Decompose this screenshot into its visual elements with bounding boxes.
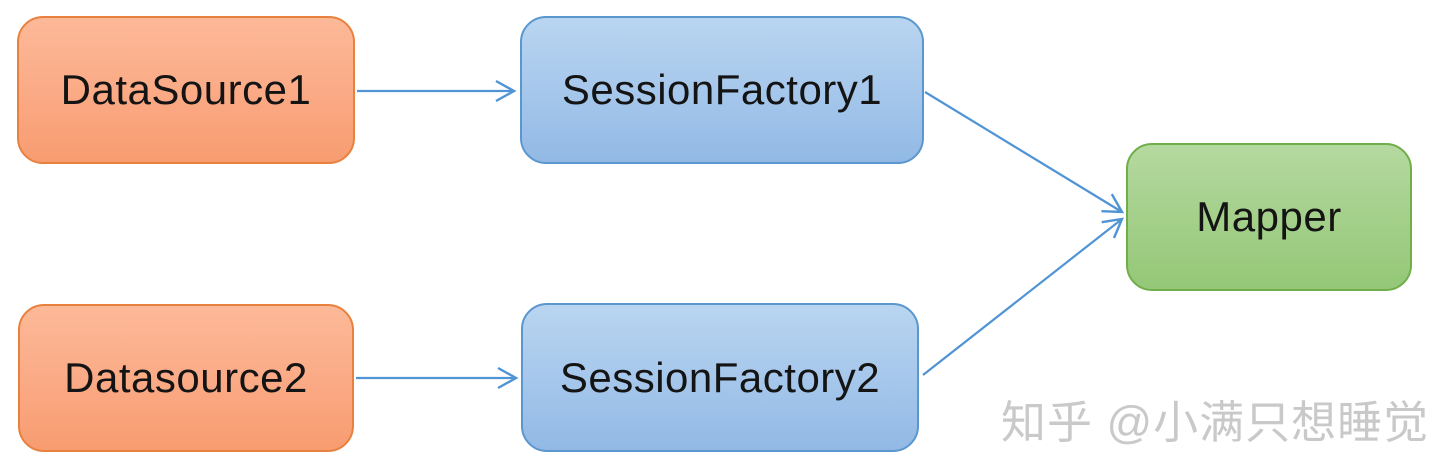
node-sessionfactory2-label: SessionFactory2 [559,353,881,401]
node-sessionfactory1-label: SessionFactory1 [561,66,883,113]
zhihu-watermark: 知乎 @小满只想睡觉 [1001,397,1430,448]
node-datasource1-label: DataSource1 [60,66,312,113]
node-datasource2-label: Datasource2 [64,354,308,401]
edge-sessionfactory1-mapper [924,91,1125,214]
edge-sessionfactory2-mapper [922,217,1124,376]
node-mapper-label: Mapper [1196,193,1342,240]
node-sessionfactory2: SessionFactory2 [521,303,919,452]
node-sessionfactory1: SessionFactory1 [520,16,924,164]
node-datasource2: Datasource2 [18,304,354,452]
node-mapper: Mapper [1126,143,1412,291]
node-datasource1: DataSource1 [17,16,355,164]
